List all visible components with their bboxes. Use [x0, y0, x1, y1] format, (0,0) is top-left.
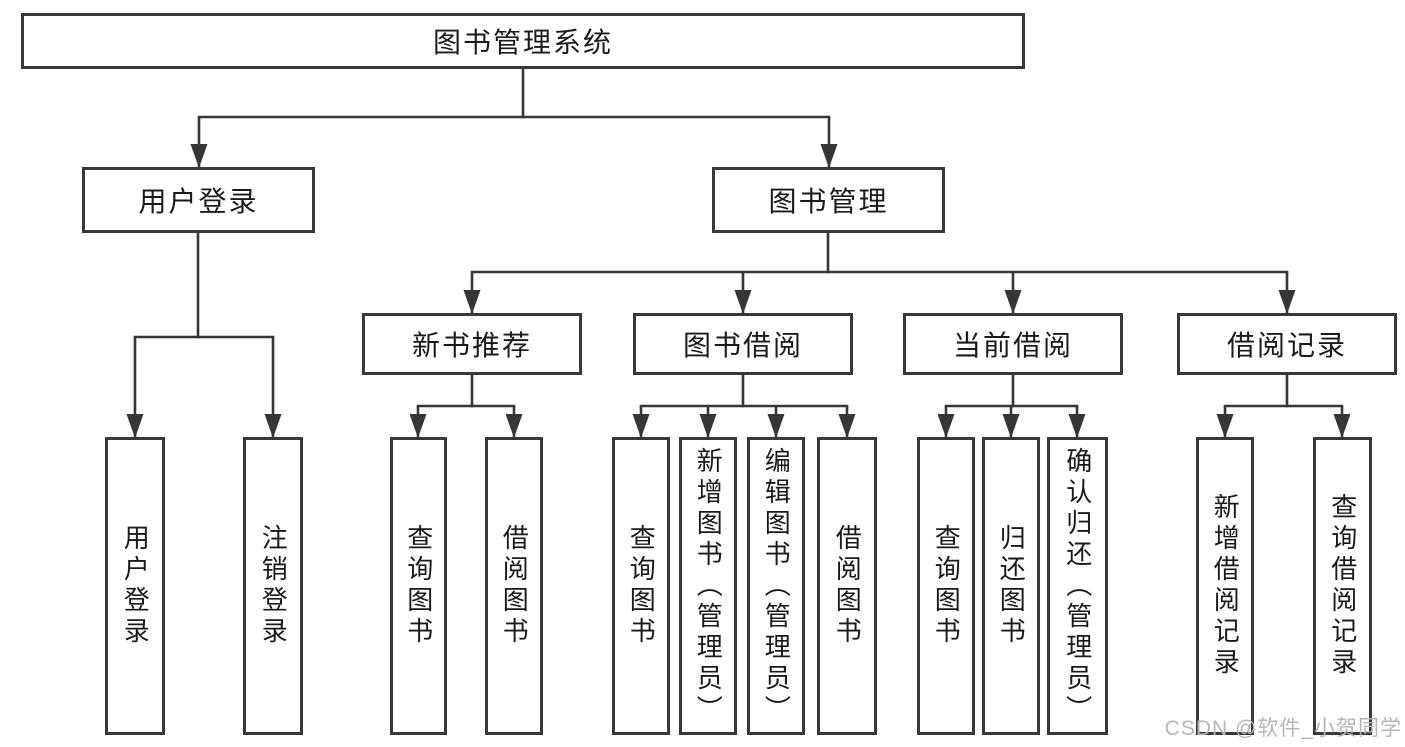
node-query-books-recommend: 查询图书 [390, 437, 447, 735]
node-borrow-books-leaf: 借阅图书 [817, 437, 877, 735]
node-confirm-return-admin: 确认归还（管理员） [1047, 437, 1108, 735]
node-borrow-records: 借阅记录 [1177, 313, 1397, 375]
connector-book-management-branch [463, 231, 1296, 314]
node-current-borrow: 当前借阅 [903, 313, 1123, 375]
connector-user-login-branch [126, 231, 282, 438]
node-edit-books-admin: 编辑图书（管理员） [747, 437, 805, 735]
node-query-borrow-record: 查询借阅记录 [1313, 437, 1372, 735]
node-user-login: 用户登录 [82, 167, 315, 233]
node-query-books-borrow: 查询图书 [612, 437, 670, 735]
node-root: 图书管理系统 [21, 13, 1025, 69]
node-user-login-leaf: 用户登录 [105, 437, 165, 735]
connector-current-borrow-branch [937, 373, 1086, 438]
connector-borrow-records-branch [1216, 373, 1351, 438]
node-book-borrow: 图书借阅 [633, 313, 853, 375]
node-query-books-current: 查询图书 [917, 437, 975, 735]
node-book-management: 图书管理 [712, 167, 945, 233]
node-logout-leaf: 注销登录 [243, 437, 303, 735]
node-add-borrow-record: 新增借阅记录 [1196, 437, 1254, 735]
connector-new-book-rec-branch [409, 373, 523, 438]
connector-root-branch [190, 67, 838, 168]
node-borrow-books-recommend: 借阅图书 [485, 437, 543, 735]
node-return-books: 归还图书 [982, 437, 1040, 735]
node-add-books-admin: 新增图书（管理员） [679, 437, 737, 735]
watermark: CSDN @软件_小贺同学 [1164, 717, 1402, 740]
node-new-book-recommend: 新书推荐 [362, 313, 582, 375]
connector-book-borrow-branch [632, 373, 856, 438]
